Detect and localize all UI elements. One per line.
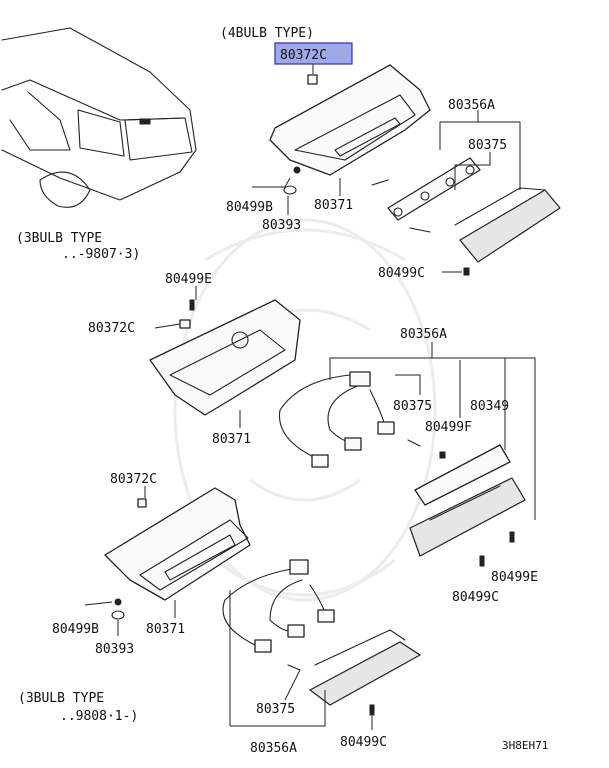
- callout-80499F-mid[interactable]: 80499F: [425, 420, 472, 435]
- callout-80372C-bot[interactable]: 80372C: [110, 472, 157, 487]
- callout-80499C-bot-right[interactable]: 80499C: [452, 590, 499, 605]
- callout-80393-top[interactable]: 80393: [262, 218, 301, 233]
- callout-80499B-top[interactable]: 80499B: [226, 200, 273, 215]
- callout-80393-bot[interactable]: 80393: [95, 642, 134, 657]
- leader-lines: [84, 64, 536, 730]
- diagram-code: 3H8EH71: [502, 739, 548, 752]
- callout-80371-top[interactable]: 80371: [314, 198, 353, 213]
- heading-4bulb: (4BULB TYPE): [220, 26, 314, 41]
- callout-80499B-bot[interactable]: 80499B: [52, 622, 99, 637]
- callout-80375-top[interactable]: 80375: [468, 138, 507, 153]
- callout-80499C-top[interactable]: 80499C: [378, 266, 425, 281]
- heading-3bulb-early-l1: (3BULB TYPE: [16, 231, 102, 246]
- heading-3bulb-late-l1: (3BULB TYPE: [18, 691, 104, 706]
- wire-harness-late: [222, 559, 335, 671]
- callout-80356A-bot[interactable]: 80356A: [250, 741, 297, 756]
- callout-80372C-highlighted[interactable]: 80372C: [274, 42, 353, 65]
- bracket-4bulb: [387, 157, 481, 221]
- callout-80499E-mid[interactable]: 80499E: [165, 272, 212, 287]
- lens-4bulb: [454, 187, 561, 263]
- fasteners-top: [283, 166, 470, 276]
- housing-3bulb-late: [104, 487, 251, 620]
- callout-80372C-highlighted-label: 80372C: [280, 48, 327, 63]
- watermark-emblem: [173, 218, 437, 602]
- housing-3bulb-early: [149, 299, 301, 416]
- callout-80375-bot[interactable]: 80375: [256, 702, 295, 717]
- lens-late: [308, 629, 422, 716]
- callout-80375-mid[interactable]: 80375: [393, 399, 432, 414]
- callout-80356A-top[interactable]: 80356A: [448, 98, 495, 113]
- callout-80371-mid[interactable]: 80371: [212, 432, 251, 447]
- housing-4bulb: [269, 64, 431, 176]
- callout-80349-mid[interactable]: 80349: [470, 399, 509, 414]
- bracket-lens-early: [409, 444, 526, 567]
- heading-3bulb-early-l2: ..-9807·3): [62, 247, 140, 262]
- callout-80356A-mid[interactable]: 80356A: [400, 327, 447, 342]
- callout-80499C-bot[interactable]: 80499C: [340, 735, 387, 750]
- heading-3bulb-late-l2: ..9808·1-): [60, 709, 138, 724]
- callout-80371-bot[interactable]: 80371: [146, 622, 185, 637]
- vehicle-outline: [1, 27, 197, 208]
- callout-80499E-bot[interactable]: 80499E: [491, 570, 538, 585]
- wire-harness-early: [278, 371, 446, 468]
- callout-80372C-mid[interactable]: 80372C: [88, 321, 135, 336]
